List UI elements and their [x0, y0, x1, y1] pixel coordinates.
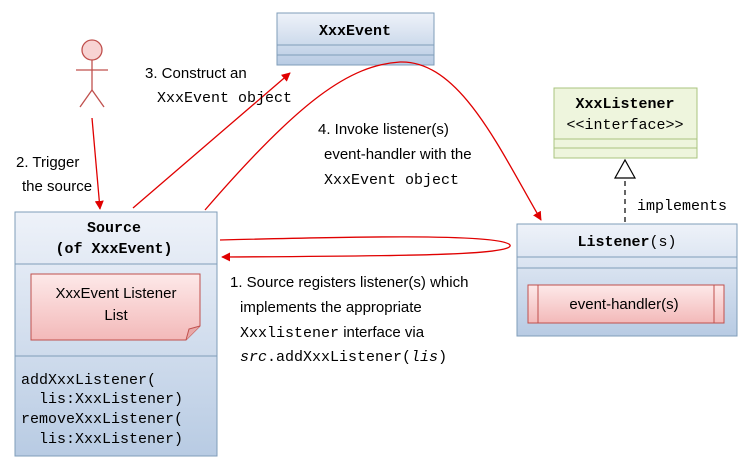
construct-label: 3. Construct an XxxEvent object [145, 65, 292, 107]
event-handler-operation: event-handler(s) [527, 284, 725, 324]
arrow-construct [132, 72, 291, 209]
method-remove-line-2: lis:XxxListener) [21, 431, 183, 448]
register-close: ) [438, 349, 447, 366]
trigger-label-line-2: the source [22, 178, 92, 195]
actor-figure [76, 39, 108, 108]
register-label-line-4: src.addXxxListener(lis) [240, 349, 447, 366]
trigger-label: 2. Trigger the source [16, 154, 92, 195]
register-label: 1. Source registers listener(s) which im… [230, 274, 468, 366]
flow-arrows [91, 61, 542, 262]
source-class-subtitle: (of XxxEvent) [55, 241, 172, 258]
register-label-line-1: 1. Source registers listener(s) which [230, 274, 468, 291]
invoke-label-line-1: 4. Invoke listener(s) [318, 121, 449, 138]
note-line-2: List [104, 307, 128, 324]
source-class-name: Source [87, 220, 141, 237]
method-add-line-2: lis:XxxListener) [21, 391, 183, 408]
construct-label-line-2: XxxEvent object [157, 90, 292, 107]
register-label-line-2: implements the appropriate [240, 299, 422, 316]
listener-class-name: Listener(s) [577, 234, 676, 251]
method-add-line-1: addXxxListener( [21, 372, 156, 389]
register-interface-name: Xxxlistener [240, 325, 339, 342]
note-line-1: XxxEvent Listener [56, 285, 177, 302]
register-interface-text: interface via [339, 324, 425, 341]
register-src: src [240, 349, 267, 366]
listener-class-name-suffix: (s) [650, 234, 677, 251]
listener-list-note: XxxEvent Listener List [30, 273, 201, 341]
xxxevent-class-name: XxxEvent [319, 23, 391, 40]
source-class[interactable]: Source (of XxxEvent) XxxEvent Listener L… [14, 211, 218, 457]
xxxevent-class[interactable]: XxxEvent [276, 12, 435, 66]
invoke-label: 4. Invoke listener(s) event-handler with… [318, 121, 472, 189]
construct-label-line-1: 3. Construct an [145, 65, 247, 82]
arrow-register [219, 236, 511, 262]
xxxlistener-interface-name: XxxListener [575, 96, 674, 113]
trigger-label-line-1: 2. Trigger [16, 154, 79, 171]
invoke-label-line-3: XxxEvent object [324, 172, 459, 189]
register-label-line-3: Xxxlistener interface via [240, 324, 425, 342]
register-method: .addXxxListener( [267, 349, 411, 366]
arrow-invoke [204, 61, 542, 221]
register-lis: lis [411, 349, 438, 366]
invoke-label-line-2: event-handler with the [324, 146, 472, 163]
implements-label: implements [637, 198, 727, 215]
listener-class[interactable]: Listener(s) event-handler(s) [516, 223, 738, 337]
method-remove-line-1: removeXxxListener( [21, 411, 183, 428]
xxxlistener-interface[interactable]: XxxListener <<interface>> [553, 87, 698, 159]
arrow-trigger [91, 117, 104, 210]
interface-stereotype: <<interface>> [566, 117, 683, 134]
event-handler-label: event-handler(s) [569, 296, 678, 313]
implements-relation: implements [613, 158, 727, 222]
listener-class-name-main: Listener [577, 234, 649, 251]
